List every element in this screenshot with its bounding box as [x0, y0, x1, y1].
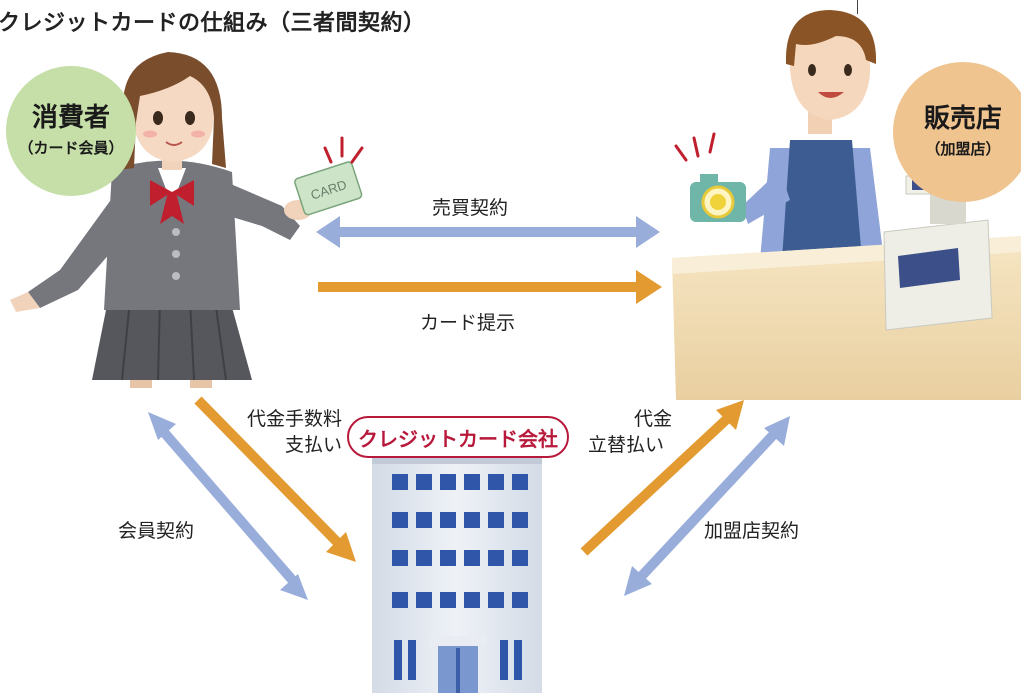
building-window	[512, 512, 528, 528]
building-window	[440, 512, 456, 528]
consumer-badge: 消費者 （カード会員）	[6, 66, 136, 196]
shop-illustration	[672, 10, 1021, 400]
building-window	[488, 592, 504, 608]
camera-icon	[690, 174, 746, 222]
building-window	[440, 550, 456, 566]
building-window	[464, 550, 480, 566]
building-window	[488, 474, 504, 490]
company-building-illustration	[372, 458, 542, 693]
camera-sparkle-icon	[674, 132, 716, 162]
credit-card-icon: CARD	[294, 161, 363, 216]
advance-payment-label-1: 代金	[634, 408, 673, 430]
card-sparkle-icon	[323, 136, 364, 164]
building-window	[392, 592, 408, 608]
member-contract-arrow	[148, 412, 308, 600]
sales-contract-arrow	[316, 216, 660, 248]
building-window	[512, 474, 528, 490]
building-window	[488, 512, 504, 528]
shop-sub: （加盟店）	[925, 140, 1001, 159]
building-window	[488, 550, 504, 566]
consumer-name: 消費者	[31, 102, 110, 133]
fee-payment-label-1: 代金手数料	[246, 408, 342, 430]
diagram-title: クレジットカードの仕組み（三者間契約）	[0, 11, 426, 36]
building-window	[464, 512, 480, 528]
building-window	[416, 592, 432, 608]
consumer-sub: （カード会員）	[18, 139, 124, 158]
advance-payment-label-2: 立替払い	[588, 434, 665, 456]
fee-payment-label-2: 支払い	[284, 434, 342, 456]
building-window	[392, 512, 408, 528]
merchant-contract-arrow	[624, 416, 790, 596]
advance-payment-arrow	[580, 400, 744, 556]
member-contract-label: 会員契約	[118, 520, 195, 542]
fee-payment-arrow	[194, 396, 356, 562]
building-window	[512, 592, 528, 608]
building-window	[416, 474, 432, 490]
building-window	[392, 474, 408, 490]
building-window	[512, 550, 528, 566]
merchant-contract-label: 加盟店契約	[704, 520, 800, 542]
building-window	[440, 474, 456, 490]
sales-contract-label: 売買契約	[432, 197, 509, 219]
building-window	[464, 592, 480, 608]
company-badge: クレジットカード会社	[347, 416, 569, 458]
divider-line	[857, 0, 858, 14]
building-window	[440, 592, 456, 608]
card-present-arrow	[318, 270, 662, 304]
building-window	[416, 512, 432, 528]
card-present-label: カード提示	[420, 312, 516, 334]
shop-name: 販売店	[923, 103, 1002, 134]
building-window	[392, 550, 408, 566]
building-window	[464, 474, 480, 490]
building-window	[416, 550, 432, 566]
shop-badge: 販売店 （加盟店）	[893, 62, 1021, 202]
